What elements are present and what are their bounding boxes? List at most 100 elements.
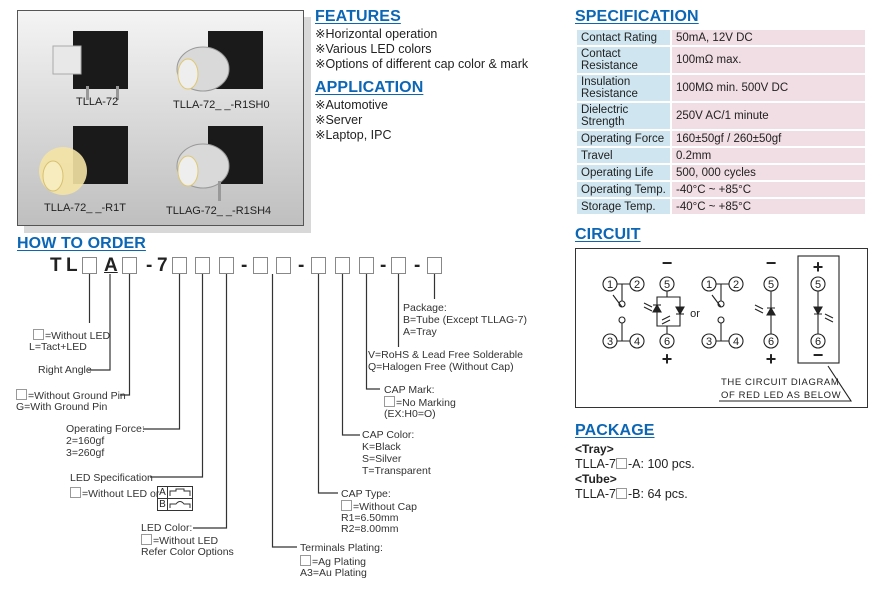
code-box [253, 257, 268, 274]
svg-text:6: 6 [815, 336, 821, 348]
cap-type-option: R2=8.00mm [341, 523, 399, 535]
svg-text:6: 6 [664, 336, 670, 348]
right-angle-label: Right Angle [38, 364, 92, 376]
svg-text:5: 5 [768, 279, 774, 291]
svg-text:−: − [813, 345, 824, 365]
code-dash: - [146, 255, 153, 276]
spec-label: Operating Force [575, 129, 672, 148]
tube-heading: <Tube> [575, 472, 617, 486]
spec-value: -40°C ~ +85°C [670, 180, 867, 199]
circuit-heading: CIRCUIT [575, 226, 641, 243]
svg-text:+: + [813, 257, 824, 277]
product-label: TLLA-72_ _-R1SH0 [173, 99, 270, 111]
product-images [39, 31, 263, 201]
product-image-tlla-72 [52, 31, 128, 100]
tray-quantity: TLLA-7-A: 100 pcs. [575, 457, 695, 471]
product-photo-panel: TLLA-72 TLLA-72_ _-R1SH0 TLLA-72_ _-R1T … [17, 10, 304, 226]
spec-value: 50mA, 12V DC [670, 28, 867, 47]
force-option: 2=160gf [66, 435, 105, 447]
spec-label: Storage Temp. [575, 197, 672, 216]
package-heading: PACKAGE [575, 422, 655, 439]
red-led-symbol [797, 255, 840, 364]
code-char: A [104, 255, 118, 276]
operating-force-label: Operating Force: [66, 423, 145, 435]
svg-text:2: 2 [733, 279, 739, 291]
terminal-plating-label: Terminals Plating: [300, 542, 383, 554]
terminal-option: =Ag Plating [300, 555, 366, 568]
spec-label: Operating Life [575, 163, 672, 182]
spec-row: Operating Temp.-40°C ~ +85°C [575, 180, 867, 199]
switch-symbol [602, 276, 645, 349]
application-item: ※Server [315, 113, 363, 127]
code-dash: - [414, 255, 421, 276]
application-item: ※Automotive [315, 98, 389, 112]
circuit-note: THE CIRCUIT DIAGRAM [721, 377, 839, 388]
led-symbol [754, 276, 779, 349]
terminal-option: A3=Au Plating [300, 567, 367, 579]
cap-mark-label: CAP Mark: [384, 384, 435, 396]
or-label: or [690, 308, 700, 320]
product-image-r1sh0 [176, 31, 263, 92]
code-box [359, 257, 374, 274]
code-dash: - [241, 255, 248, 276]
svg-text:−: − [662, 253, 673, 273]
svg-text:1: 1 [607, 279, 613, 291]
code-box [219, 257, 234, 274]
spec-value: 100mΩ max. [670, 45, 867, 75]
code-box [391, 257, 406, 274]
spec-value: 160±50gf / 260±50gf [670, 129, 867, 148]
how-to-order-heading: HOW TO ORDER [17, 235, 146, 252]
features-heading: FEATURES [315, 8, 401, 25]
feature-item: ※Horizontal operation [315, 27, 438, 41]
product-image-r1t [39, 126, 128, 195]
spec-row: Storage Temp.-40°C ~ +85°C [575, 197, 867, 216]
svg-text:3: 3 [607, 336, 613, 348]
ground-option: G=With Ground Pin [16, 401, 108, 413]
spec-value: 0.2mm [670, 146, 867, 165]
spec-value: 250V AC/1 minute [670, 101, 867, 131]
code-char: T [50, 255, 62, 276]
application-heading: APPLICATION [315, 79, 424, 96]
led-flat-icon [169, 488, 191, 496]
ground-option: =Without Ground Pin [16, 389, 126, 402]
code-box [311, 257, 326, 274]
spec-label: Operating Temp. [575, 180, 672, 199]
product-label: TLLA-72_ _-R1T [44, 202, 126, 214]
application-item: ※Laptop, IPC [315, 128, 392, 142]
code-char: 7 [157, 255, 168, 276]
code-box [172, 257, 187, 274]
svg-text:2: 2 [634, 279, 640, 291]
code-dash: - [298, 255, 305, 276]
code-box [276, 257, 291, 274]
bicolor-led-symbol [643, 276, 685, 349]
product-image-r1sh4 [176, 126, 263, 201]
svg-text:6: 6 [768, 336, 774, 348]
led-color-label: LED Color: [141, 522, 193, 534]
circuit-note: OF RED LED AS BELOW [721, 390, 841, 401]
svg-text:3: 3 [706, 336, 712, 348]
cap-type-label: CAP Type: [341, 488, 391, 500]
spec-label: Dielectric Strength [575, 101, 672, 131]
specification-heading: SPECIFICATION [575, 8, 699, 25]
feature-item: ※Options of different cap color & mark [315, 57, 529, 71]
svg-text:4: 4 [634, 336, 640, 348]
code-dash: - [380, 255, 387, 276]
note-arrow [719, 365, 853, 402]
spec-value: 100MΩ min. 500V DC [670, 73, 867, 103]
cap-mark-option: (EX:H0=O) [384, 408, 436, 420]
code-box [82, 257, 97, 274]
cap-type-option: R1=6.50mm [341, 512, 399, 524]
led-spec-option: =Without LED or [70, 487, 159, 500]
cap-color-option: S=Silver [362, 453, 402, 465]
rohs-option: V=RoHS & Lead Free Solderable [368, 349, 523, 361]
led-option: =Without LED [33, 329, 110, 342]
order-leader-lines [88, 274, 436, 548]
spec-value: -40°C ~ +85°C [670, 197, 867, 216]
led-color-option: =Without LED [141, 534, 218, 547]
led-dome-icon [169, 501, 191, 508]
code-box [427, 257, 442, 274]
